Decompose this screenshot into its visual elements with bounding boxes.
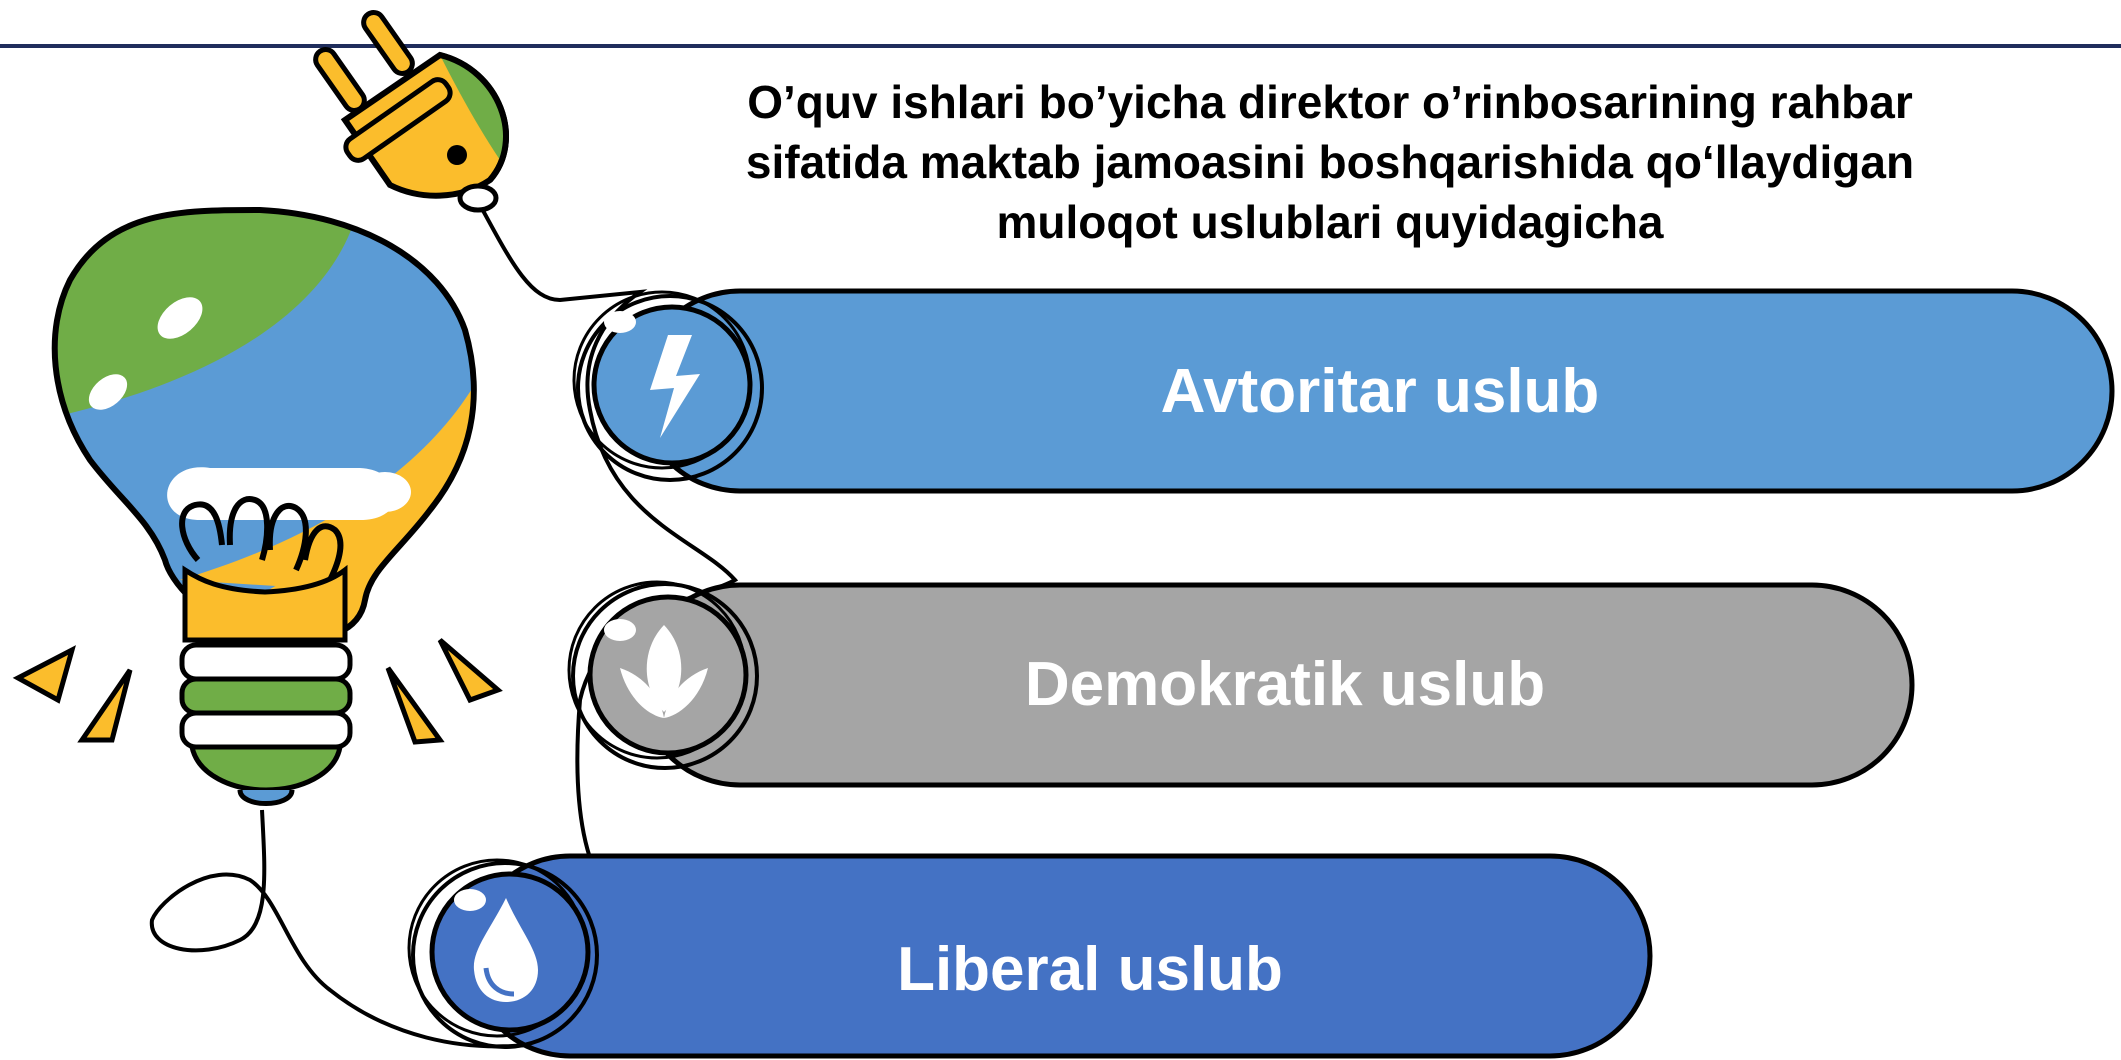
header-rule [0, 44, 2121, 48]
light-bulb-icon [12, 206, 503, 806]
plug-icon [313, 10, 509, 213]
leaf-icon [620, 625, 708, 718]
style-label-3: Liberal uslub [897, 935, 1283, 1004]
title-line-1: O’quv ishlari bo’yicha direktor o’rinbos… [747, 76, 1913, 128]
style-item-2 [567, 580, 1915, 788]
style-label-1: Avtoritar uslub [1160, 357, 1600, 426]
style-item-3 [407, 853, 1653, 1059]
title-line-3: muloqot uslublari quyidagicha [996, 196, 1664, 248]
page-title: O’quv ishlari bo’yicha direktor o’rinbos… [620, 72, 2040, 252]
style-label-2: Demokratik uslub [1024, 650, 1546, 719]
style-item-1 [572, 288, 2115, 494]
lightning-icon [650, 335, 700, 438]
title-line-2: sifatida maktab jamoasini boshqarishida … [745, 136, 1915, 188]
